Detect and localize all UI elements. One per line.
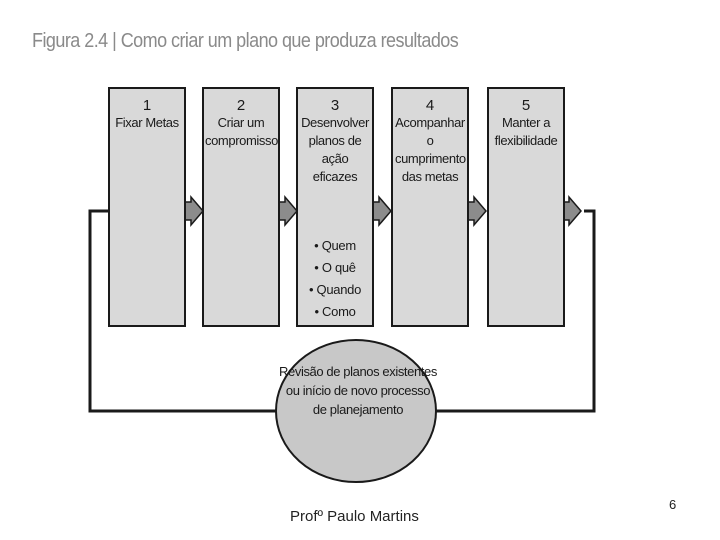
bullet-item: O quê bbox=[298, 257, 372, 279]
step-5-box: 5 Manter a flexibilidade bbox=[487, 87, 565, 327]
step-4-box: 4 Acompanhar o cumprimento das metas bbox=[391, 87, 469, 327]
bullet-item: Como bbox=[298, 301, 372, 323]
step-3-bullets: Quem O quê Quando Como bbox=[298, 235, 372, 323]
step-5-label: Manter a flexibilidade bbox=[494, 115, 558, 148]
step-4-label: Acompanhar o cumprimento das metas bbox=[395, 115, 466, 184]
review-text: Revisão de planos existentes ou início d… bbox=[279, 364, 437, 417]
figure-title: Figura 2.4 | Como criar um plano que pro… bbox=[32, 30, 459, 52]
step-1-number: 1 bbox=[142, 97, 152, 114]
step-3-number: 3 bbox=[330, 97, 340, 114]
step-2-label: Criar um compromisso bbox=[205, 115, 278, 148]
bullet-item: Quando bbox=[298, 279, 372, 301]
step-5-number: 5 bbox=[521, 97, 531, 114]
step-3-label: Desenvolver planos de ação eficazes bbox=[301, 115, 369, 184]
step-2-number: 2 bbox=[236, 97, 246, 114]
page-number: 6 bbox=[669, 497, 677, 512]
step-3-box: 3 Desenvolver planos de ação eficazes Qu… bbox=[296, 87, 374, 327]
step-1-label: Fixar Metas bbox=[115, 115, 179, 130]
footer-author: Profº Paulo Martins bbox=[290, 508, 419, 525]
step-1-box: 1 Fixar Metas bbox=[108, 87, 186, 327]
loop-right-line bbox=[432, 209, 596, 413]
bullet-item: Quem bbox=[298, 235, 372, 257]
review-ellipse bbox=[275, 339, 437, 483]
step-2-box: 2 Criar um compromisso bbox=[202, 87, 280, 327]
step-4-number: 4 bbox=[425, 97, 435, 114]
